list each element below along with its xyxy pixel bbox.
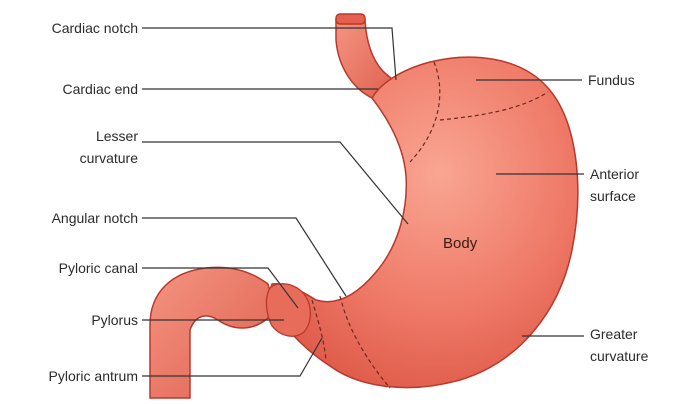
label-greater-curvature-line2: curvature <box>590 348 648 364</box>
label-fundus: Fundus <box>588 72 635 88</box>
label-angular-notch: Angular notch <box>6 210 138 226</box>
label-cardiac-end: Cardiac end <box>6 81 138 97</box>
duodenum-shape <box>150 267 272 398</box>
stomach-body-shape <box>270 57 578 387</box>
pylorus-shape <box>266 284 310 337</box>
label-anterior-surface-line1: Anterior <box>590 166 639 182</box>
label-greater-curvature-line1: Greater <box>590 326 637 342</box>
label-pyloric-antrum: Pyloric antrum <box>6 368 138 384</box>
esophagus-top <box>336 14 365 24</box>
label-anterior-surface-line2: surface <box>590 188 636 204</box>
label-cardiac-notch: Cardiac notch <box>6 20 138 36</box>
leader-lesser-curvature <box>142 142 408 224</box>
label-lesser-curvature-line1: Lesser <box>6 128 138 144</box>
label-pylorus: Pylorus <box>6 312 138 328</box>
label-body: Body <box>443 236 477 252</box>
label-lesser-curvature-line2: curvature <box>6 150 138 166</box>
label-pyloric-canal: Pyloric canal <box>6 260 138 276</box>
